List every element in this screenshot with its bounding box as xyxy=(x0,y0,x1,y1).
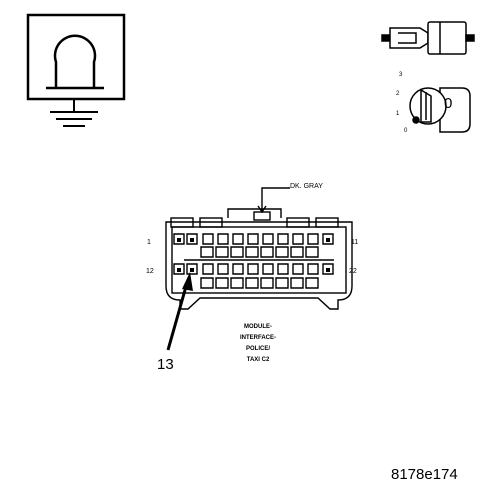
figure-id: 8178e174 xyxy=(391,466,458,483)
ground-ohm-symbol-icon xyxy=(26,13,126,127)
key-position-2: 2 xyxy=(396,91,400,97)
connector-name-line: TAXI C2 xyxy=(246,357,270,363)
connector-name-line: INTERFACE- xyxy=(240,335,276,341)
pin-number-1: 1 xyxy=(147,239,151,246)
connector-name-line: MODULE- xyxy=(244,324,272,330)
key-position-3: 3 xyxy=(399,72,403,78)
ignition-switch-icon xyxy=(409,87,471,133)
callout-arrow xyxy=(166,272,193,351)
pin-number-11: 11 xyxy=(351,239,359,246)
connector-name-line: POLICE/ xyxy=(245,346,270,352)
connector-body xyxy=(165,187,353,310)
key-position-indicator: 0 xyxy=(444,95,453,112)
pin-number-12: 12 xyxy=(146,268,154,275)
key-position-0: 0 xyxy=(404,128,408,134)
callout-number: 13 xyxy=(157,356,174,373)
pin-number-22: 22 xyxy=(349,268,357,275)
key-cylinder-icon xyxy=(381,21,475,55)
key-position-1: 1 xyxy=(396,111,400,117)
wire-color-label: DK. GRAY xyxy=(290,183,323,190)
